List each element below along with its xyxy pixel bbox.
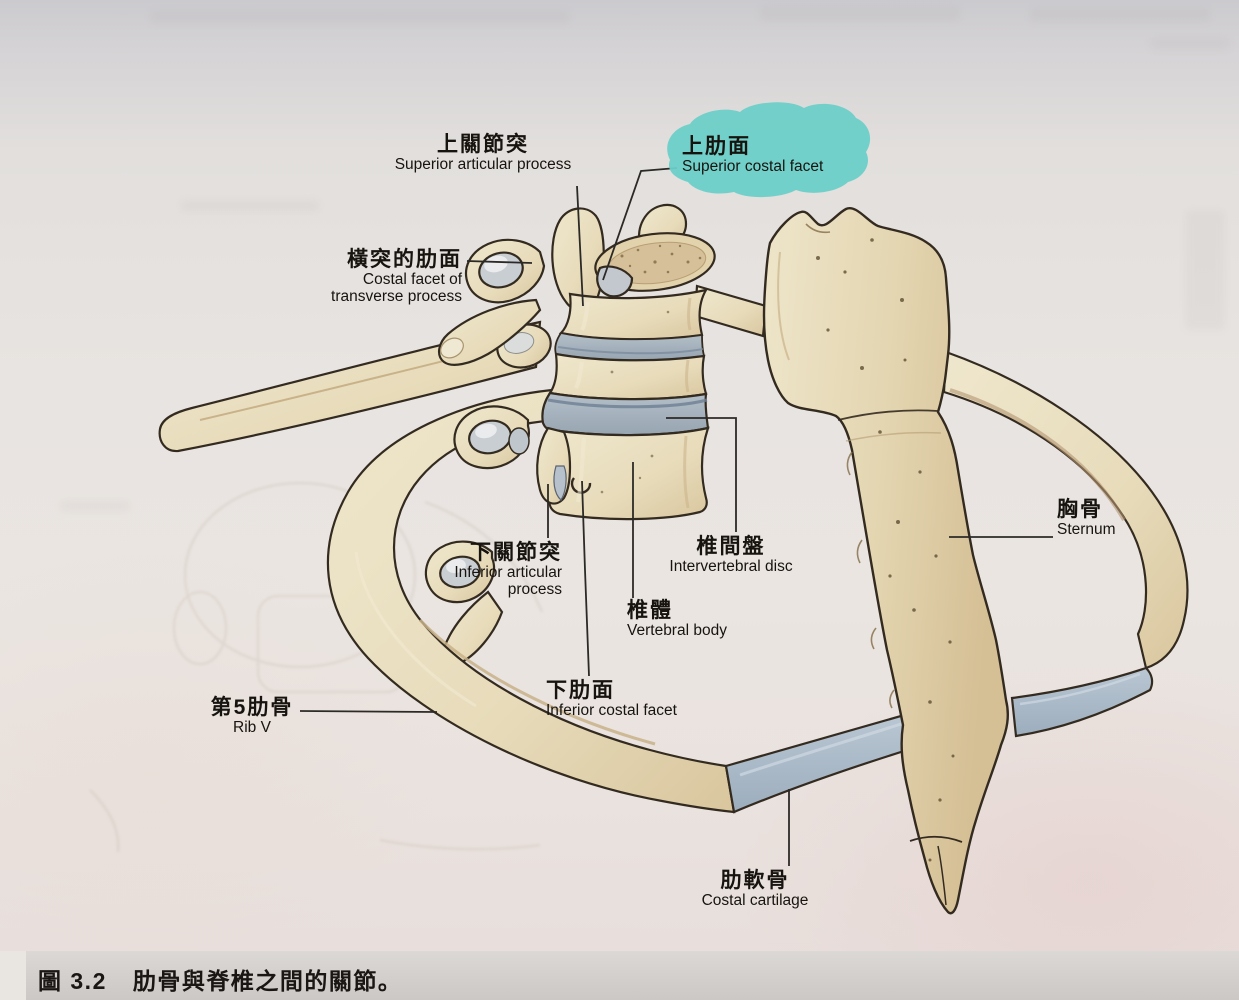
label-en: Costal cartilage xyxy=(701,892,809,910)
leader-costal-facet-transverse xyxy=(466,260,533,264)
label-zh: 上關節突 xyxy=(437,133,529,156)
label-vertebral-body: 椎體 Vertebral body xyxy=(627,599,727,640)
label-zh: 肋軟骨 xyxy=(720,869,790,892)
label-zh: 椎間盤 xyxy=(696,535,766,558)
leader-superior-articular-process xyxy=(576,185,584,307)
intervertebral-disc-2 xyxy=(541,391,710,437)
leader-superior-costal-facet xyxy=(602,167,678,281)
figure-caption: 圖 3.2 肋骨與脊椎之間的關節。 xyxy=(38,962,402,996)
page-edge xyxy=(0,951,26,1000)
label-sternum: 胸骨 Sternum xyxy=(1057,498,1116,539)
label-inferior-costal-facet: 下肋面 Inferior costal facet xyxy=(546,679,677,720)
leader-intervertebral-disc xyxy=(666,417,737,532)
label-en: Superior costal facet xyxy=(682,158,824,176)
sternum-speckles xyxy=(816,238,955,862)
bleedthrough-figure xyxy=(89,481,544,853)
label-en: Sternum xyxy=(1057,521,1116,539)
sternum-group xyxy=(762,206,1009,915)
label-en: Costal facet of xyxy=(362,271,462,289)
costal-cartilage-right xyxy=(1010,666,1154,738)
label-en: transverse process xyxy=(331,288,462,306)
label-en: Vertebral body xyxy=(627,622,727,640)
label-superior-costal-facet: 上肋面 Superior costal facet xyxy=(682,135,824,176)
bleedthrough-smudge xyxy=(180,200,320,212)
ribs-behind xyxy=(158,284,1189,814)
leader-lines xyxy=(299,167,1053,866)
inferior-articular-process-shape xyxy=(536,426,572,505)
bleedthrough-smudge xyxy=(1150,38,1230,50)
label-zh: 第5肋骨 xyxy=(210,696,294,719)
label-zh: 胸骨 xyxy=(1057,498,1103,521)
label-zh: 椎體 xyxy=(627,599,673,622)
label-rib-v: 第5肋骨 Rib V xyxy=(208,696,296,737)
bleedthrough-smudge xyxy=(60,500,130,512)
label-en: process xyxy=(507,581,562,599)
label-en: Intervertebral disc xyxy=(669,558,793,576)
caption-number: 圖 3.2 xyxy=(38,968,107,994)
caption-bar xyxy=(26,951,1239,1000)
bleedthrough-smudge xyxy=(150,10,570,24)
bleedthrough-smudge xyxy=(1030,8,1210,22)
bleedthrough-smudge xyxy=(760,6,960,21)
label-en: Superior articular process xyxy=(394,156,572,174)
label-en: Inferior costal facet xyxy=(546,702,677,720)
label-costal-cartilage: 肋軟骨 Costal cartilage xyxy=(680,869,830,910)
rib-upper-left-segment xyxy=(693,284,768,338)
label-costal-facet-transverse-process: 橫突的肋面 Costal facet of transverse process xyxy=(312,248,462,306)
label-en: Inferior articular xyxy=(454,564,562,582)
sternum-shape xyxy=(762,206,1009,915)
rib-v-shape xyxy=(326,388,736,814)
label-intervertebral-disc: 椎間盤 Intervertebral disc xyxy=(660,535,802,576)
leader-rib-v xyxy=(299,710,438,713)
label-zh: 下關節突 xyxy=(470,541,562,564)
label-zh: 上肋面 xyxy=(682,135,751,158)
label-en: Rib V xyxy=(233,719,271,737)
bleedthrough-smudge xyxy=(1185,210,1225,330)
rib-stub-upper xyxy=(438,298,542,366)
highlight-cloud xyxy=(667,102,871,198)
label-zh: 下肋面 xyxy=(546,679,615,702)
label-zh: 橫突的肋面 xyxy=(347,248,462,271)
leader-inferior-costal-facet xyxy=(581,480,590,677)
caption-text: 肋骨與脊椎之間的關節。 xyxy=(132,968,403,994)
vertebral-body-2 xyxy=(548,352,708,401)
label-inferior-articular-process: 下關節突 Inferior articular process xyxy=(430,541,562,599)
vertebrae-group xyxy=(424,203,716,604)
label-superior-articular-process: 上關節突 Superior articular process xyxy=(385,133,581,174)
